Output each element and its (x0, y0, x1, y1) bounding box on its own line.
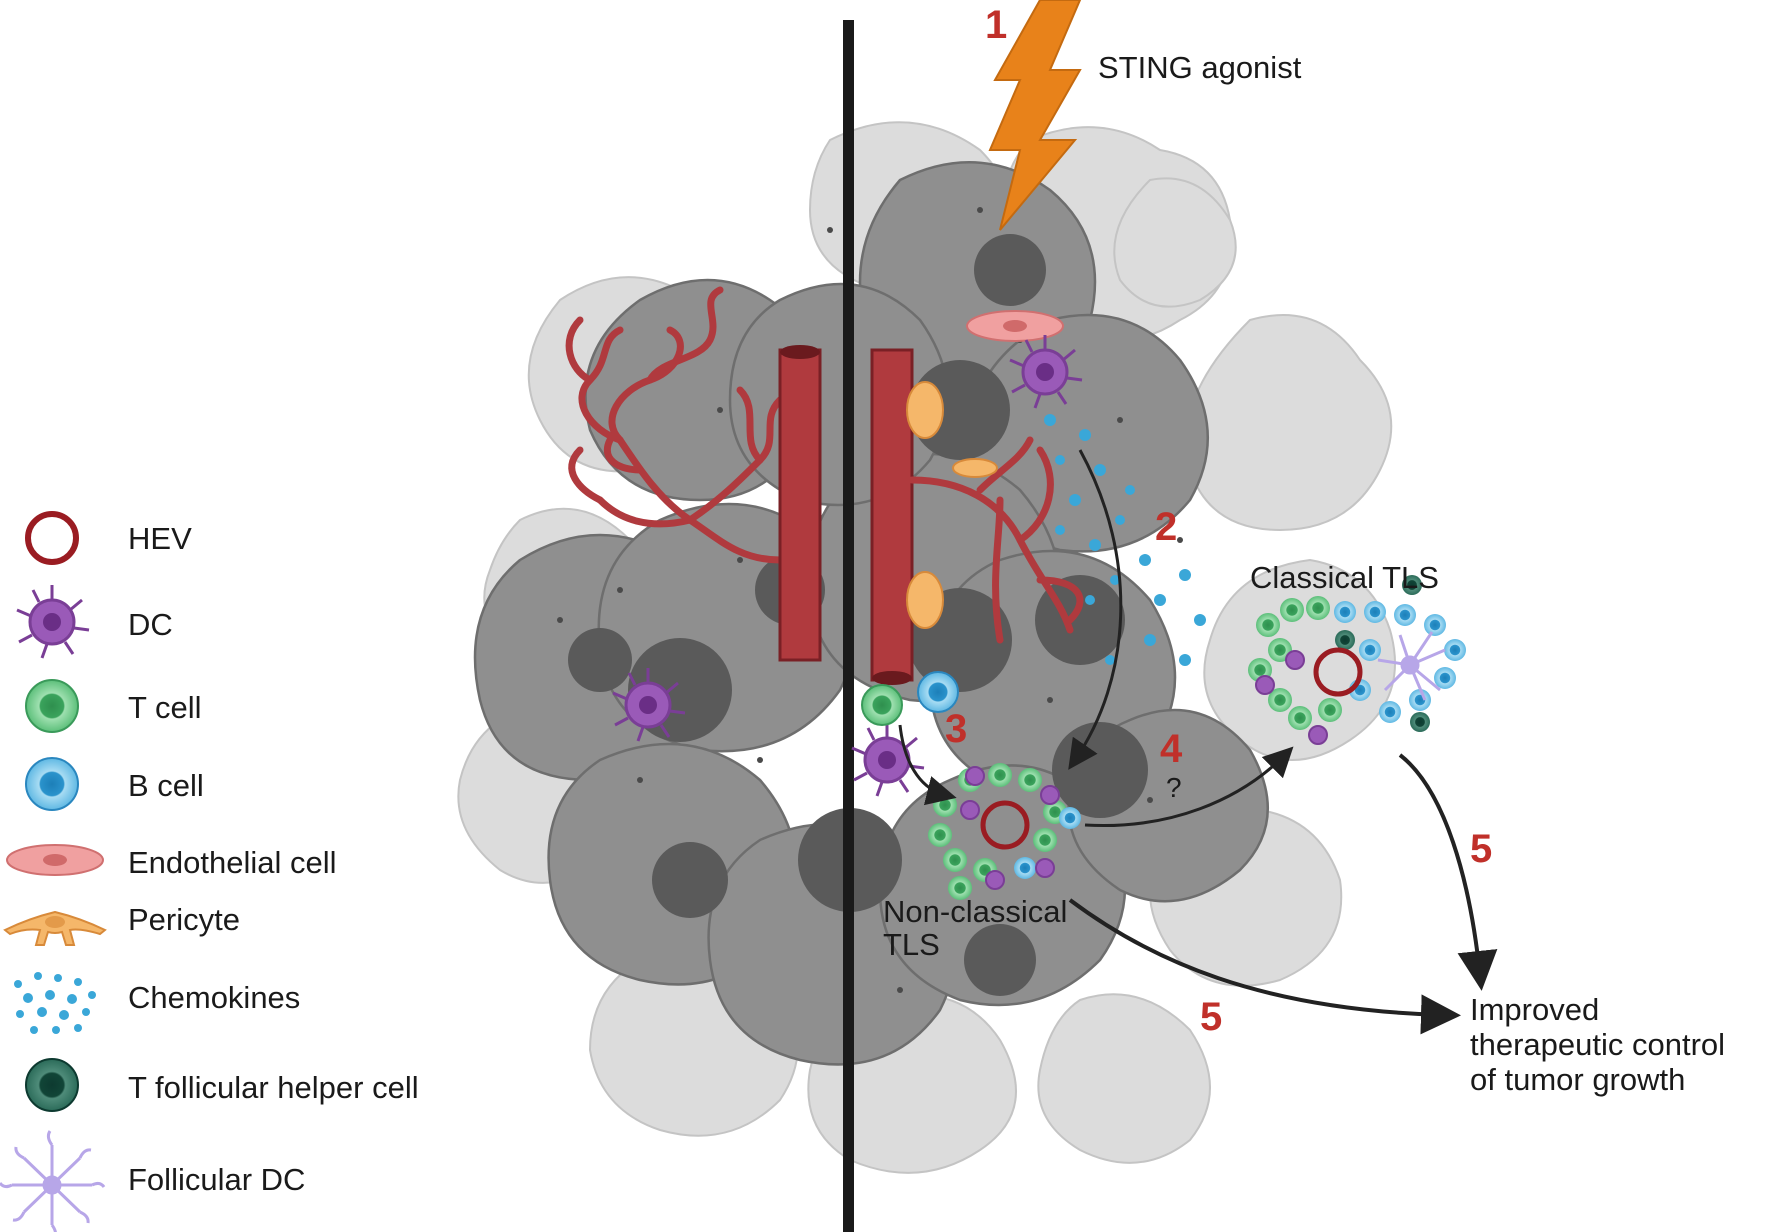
lightning-bolt-icon (988, 0, 1082, 231)
arrow-cells-to-tls (898, 724, 957, 806)
step-3-number: 3 (945, 707, 967, 751)
arrow-classical-to-outcome (1398, 753, 1498, 991)
legend-label-hev: HEV (128, 521, 192, 556)
step-1-number: 1 (985, 3, 1007, 47)
classical-tls-label: Classical TLS (1250, 560, 1439, 595)
legend-label-follicular-dc: Follicular DC (128, 1162, 305, 1197)
legend-label-chemokines: Chemokines (128, 980, 300, 1015)
b-cell-near-vessel (917, 671, 959, 713)
step-5b-number: 5 (1200, 995, 1222, 1039)
arrow-nonclassical-to-outcome (1068, 898, 1461, 1035)
endothelial-cell-tumor (966, 310, 1064, 342)
legend-label-pericyte: Pericyte (128, 902, 240, 937)
t-follicular-helper-cell-icon (25, 1058, 79, 1112)
dendritic-cell-top (1009, 335, 1083, 409)
legend-label-dc: DC (128, 607, 173, 642)
t-cell-near-vessel (861, 684, 903, 726)
legend-label-tfh: T follicular helper cell (128, 1070, 419, 1105)
left-vessel-trunk (778, 348, 822, 662)
endothelial-cell-icon (6, 844, 104, 876)
arrow-nonclassical-to-classical (1084, 746, 1294, 828)
question-mark: ? (1166, 772, 1182, 803)
hev-classical (1313, 647, 1363, 697)
divider-line (843, 20, 854, 1232)
sting-agonist-label: STING agonist (1098, 50, 1302, 85)
hev-non-classical (980, 800, 1030, 850)
legend: HEV DC T cell B cell Endothelial cell Pe… (0, 511, 419, 1232)
process-arrows (898, 449, 1498, 1035)
dendritic-cell-icon (16, 585, 90, 659)
outcome-line2: therapeutic control (1470, 1027, 1725, 1062)
legend-label-b-cell: B cell (128, 768, 204, 803)
step-4-number: 4 (1160, 727, 1183, 771)
legend-label-t-cell: T cell (128, 690, 202, 725)
t-cell-icon (25, 679, 79, 733)
non-classical-tls-label-line2: TLS (883, 927, 940, 962)
pericyte-on-vessel (906, 381, 998, 629)
legend-label-endothelial: Endothelial cell (128, 845, 337, 880)
chemokine-dots (1044, 414, 1206, 666)
outcome-line1: Improved (1470, 992, 1599, 1027)
step-2-number: 2 (1155, 505, 1177, 549)
left-vessel-opening (780, 345, 820, 359)
dendritic-cell-lower (851, 723, 925, 797)
right-vessel-trunk (870, 348, 914, 682)
pericyte-icon (3, 910, 107, 946)
follicular-dc-icon (0, 1130, 106, 1232)
outcome-line3: of tumor growth (1470, 1062, 1685, 1097)
tumor-mass (457, 121, 1396, 1174)
classical-tls-cluster (1248, 575, 1466, 745)
follicular-dc-in-tls (1377, 631, 1446, 701)
b-cell-icon (25, 757, 79, 811)
step-5a-number: 5 (1470, 827, 1492, 871)
right-vessel-opening (872, 671, 912, 685)
non-classical-tls-label-line1: Non-classical (883, 894, 1067, 929)
hev-icon (25, 511, 79, 565)
left-vessel-tree (565, 286, 784, 564)
dendritic-cell-left-tumor (612, 668, 686, 742)
right-vessel-branches (908, 436, 1084, 644)
arrow-chemokine-to-tls (1068, 449, 1123, 770)
chemokines-icon (14, 972, 96, 1034)
